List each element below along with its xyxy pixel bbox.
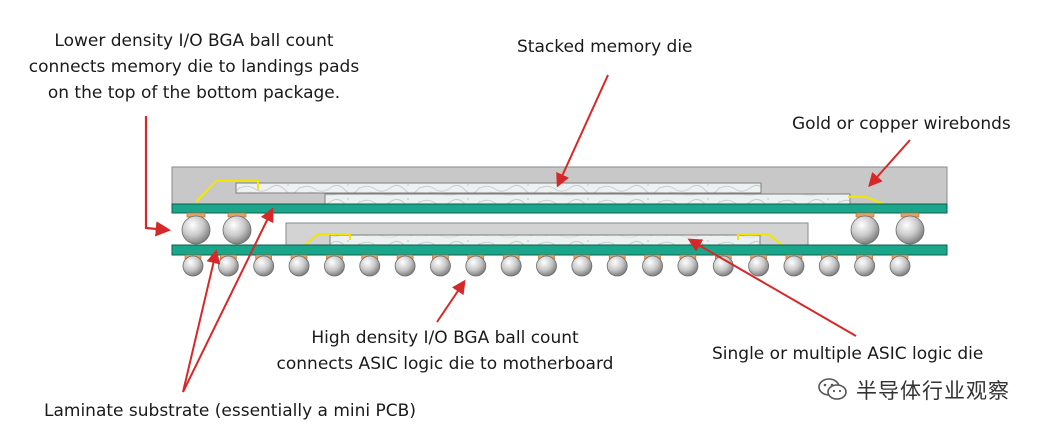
wirebond-top-left <box>195 180 259 203</box>
bottom-ball <box>854 255 876 277</box>
label-lower-density-line-1: Lower density I/O BGA ball count <box>54 31 334 51</box>
upper-bga-balls <box>181 215 925 245</box>
memory-die-upper <box>235 182 762 194</box>
bottom-ball <box>889 255 911 277</box>
bottom-ball <box>571 255 593 277</box>
upper-ball <box>895 215 925 245</box>
wechat-icon <box>818 378 847 400</box>
bottom-ball <box>677 255 699 277</box>
bottom-ball <box>430 255 451 277</box>
arrow-wirebonds <box>868 139 911 188</box>
bottom-ball <box>394 255 416 277</box>
arrow-laminate-2 <box>182 249 221 393</box>
label-lower-density-line-2: connects memory die to landings pads <box>28 57 360 77</box>
top-laminate-substrate <box>171 203 948 214</box>
bottom-ball <box>253 255 275 277</box>
bottom-ball <box>323 255 345 277</box>
arrow-lower-density <box>144 116 172 237</box>
bottom-ball <box>288 255 310 277</box>
bottom-ball <box>606 255 628 277</box>
label-high-density-line-2: connects ASIC logic die to motherboard <box>276 354 614 374</box>
bottom-bga-balls <box>182 254 911 277</box>
wirebond-asic-left <box>304 233 351 246</box>
arrow-stacked-memory <box>556 74 609 188</box>
bottom-ball <box>748 255 769 277</box>
bottom-ball <box>818 255 840 277</box>
bottom-ball <box>182 255 204 277</box>
bottom-ball <box>642 255 663 277</box>
label-laminate: Laminate substrate (essentially a mini P… <box>44 401 416 421</box>
memory-die-lower <box>324 193 851 205</box>
upper-ball <box>181 215 211 245</box>
bottom-ball <box>783 255 805 277</box>
wirebond-asic-right <box>737 233 783 246</box>
watermark-text: 半导体行业观察 <box>856 379 1010 403</box>
label-high-density: High density I/O BGA ball count connects… <box>250 325 640 377</box>
bottom-ball <box>500 255 522 277</box>
upper-ball <box>222 215 252 245</box>
upper-ball <box>850 215 880 245</box>
bottom-ball <box>465 255 487 277</box>
bottom-ball <box>536 255 557 277</box>
label-high-density-line-1: High density I/O BGA ball count <box>311 328 579 348</box>
bottom-ball <box>359 255 381 277</box>
wirebond-top-right <box>848 196 889 207</box>
arrow-asic-die <box>687 238 857 337</box>
label-lower-density: Lower density I/O BGA ball count connect… <box>14 28 374 106</box>
top-substrate-pads <box>186 212 920 218</box>
arrow-high-density <box>436 279 466 323</box>
label-wirebonds: Gold or copper wirebonds <box>792 114 1011 134</box>
arrow-laminate-1 <box>182 207 274 393</box>
label-stacked-memory: Stacked memory die <box>517 37 693 57</box>
watermark: 半导体行业观察 <box>818 373 1010 407</box>
label-lower-density-line-3: on the top of the bottom package. <box>47 83 341 103</box>
label-asic-die: Single or multiple ASIC logic die <box>712 344 984 364</box>
bottom-laminate-substrate <box>171 244 948 256</box>
bottom-ball <box>217 255 239 277</box>
